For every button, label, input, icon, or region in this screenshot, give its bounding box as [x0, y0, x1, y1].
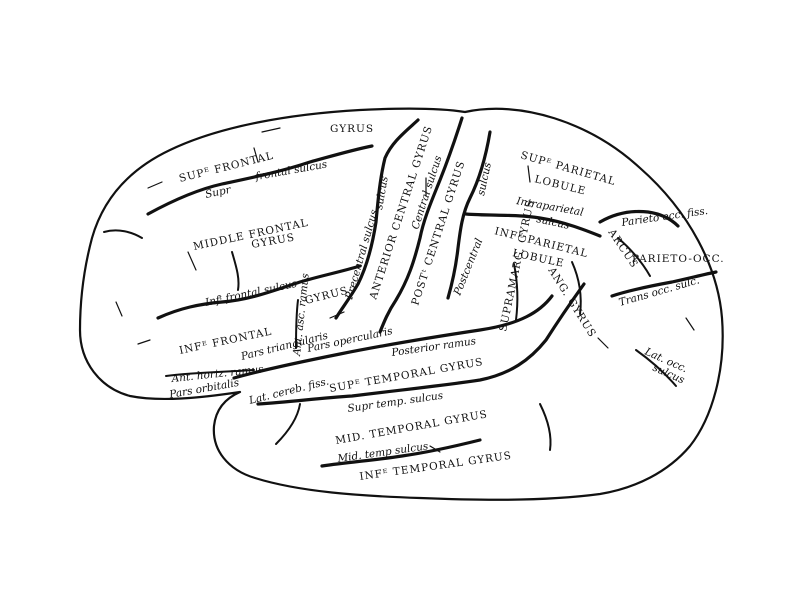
central-sulcus — [378, 116, 464, 334]
supramarginal-furrow — [513, 263, 519, 321]
cortical-dash — [147, 181, 163, 189]
inferior-frontal-sulcus — [156, 264, 362, 320]
occipital-arcus-furrow — [617, 237, 651, 277]
cortical-dash — [187, 251, 197, 271]
ant-horizontal-ramus — [165, 369, 255, 377]
cortical-dash — [261, 127, 281, 133]
frontal-fold-1 — [103, 229, 143, 239]
precentral-sulcus — [334, 118, 420, 320]
superior-temporal-sulcus — [256, 282, 586, 406]
lateral-occipital-sulcus — [635, 349, 677, 387]
temporal-fold-1 — [275, 403, 301, 445]
hemisphere-outline — [78, 107, 724, 501]
cortical-dash — [253, 147, 259, 163]
label-supr: Supr — [204, 184, 233, 201]
cortical-dash — [597, 337, 609, 349]
superior-frontal-sulcus — [146, 144, 374, 216]
postcentral-sulcus — [446, 130, 492, 300]
cortical-dash — [329, 311, 345, 319]
middle-temporal-sulcus — [320, 438, 482, 468]
cortical-dash — [685, 317, 695, 331]
cortical-dash — [115, 301, 123, 317]
label-gyrus-top: GYRUS — [330, 123, 374, 135]
label-parieto-occ: PARIETO-OCC. — [632, 253, 725, 265]
cortical-dash — [527, 165, 531, 183]
frontal-fold-2 — [231, 251, 240, 291]
parieto-occipital-fissure — [598, 209, 680, 228]
label-sulcus-a: sulcus — [373, 175, 391, 211]
lateral-fissure-posterior-ramus — [232, 294, 554, 380]
cortical-dash — [429, 445, 441, 453]
transverse-occipital-sulcus — [610, 270, 718, 298]
intraparietal-sulcus — [464, 212, 602, 238]
cortical-dash — [137, 339, 151, 345]
temporal-fold-2 — [539, 403, 552, 451]
angular-furrow — [571, 261, 582, 315]
ant-ascending-ramus — [295, 299, 299, 349]
